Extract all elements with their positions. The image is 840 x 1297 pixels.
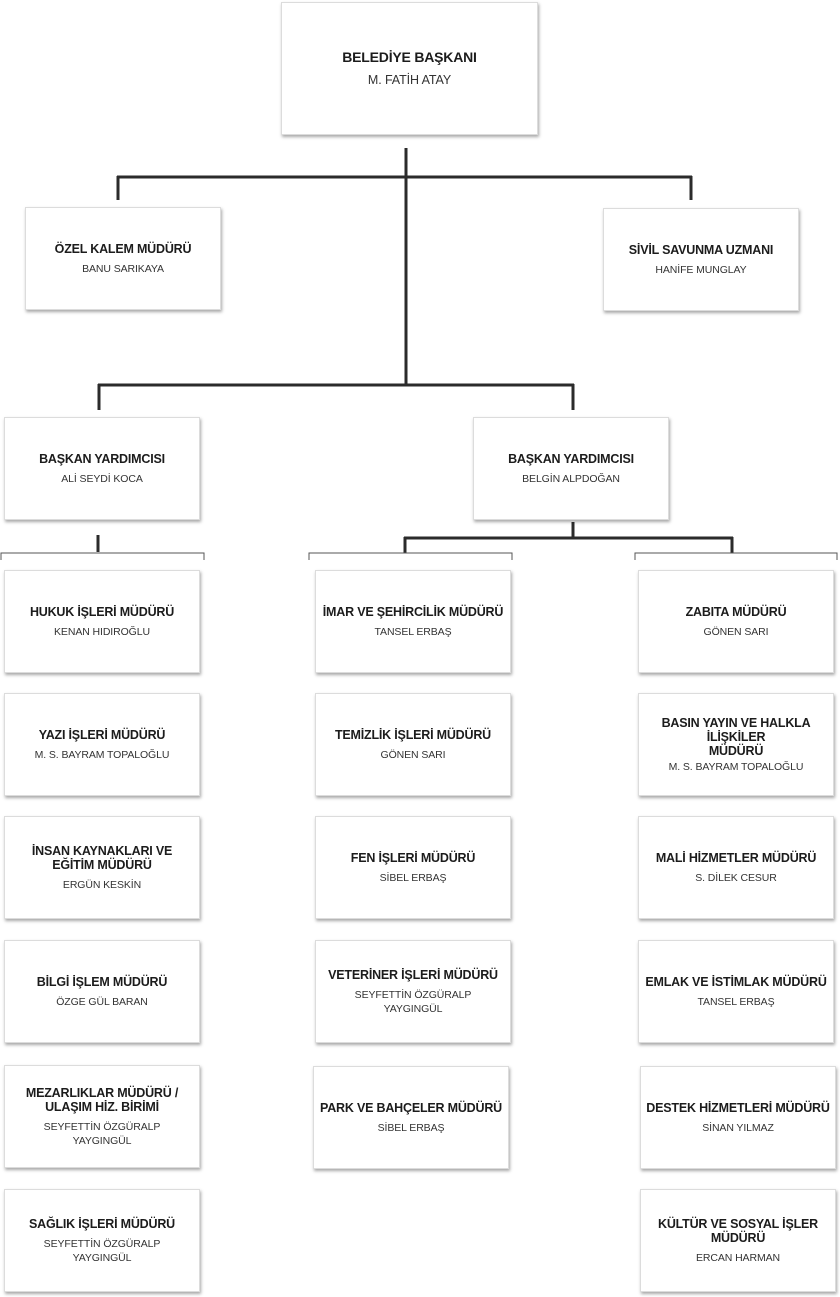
deputy-box-right: BAŞKAN YARDIMCISI BELGİN ALPDOĞAN [473,417,669,520]
unit-title: DESTEK HİZMETLERİ MÜDÜRÜ [646,1100,830,1115]
unit-title: PARK VE BAHÇELER MÜDÜRÜ [320,1100,502,1115]
unit-title: EMLAK VE İSTİMLAK MÜDÜRÜ [645,974,827,989]
unit-box: DESTEK HİZMETLERİ MÜDÜRÜ SİNAN YILMAZ [640,1066,836,1169]
unit-box: KÜLTÜR VE SOSYAL İŞLER MÜDÜRÜ ERCAN HARM… [640,1189,836,1292]
deputy-box-left: BAŞKAN YARDIMCISI ALİ SEYDİ KOCA [4,417,200,520]
civil-defense-box: SİVİL SAVUNMA UZMANI HANİFE MUNGLAY [603,208,799,311]
unit-box: FEN İŞLERİ MÜDÜRÜ SİBEL ERBAŞ [315,816,511,919]
unit-box: MEZARLIKLAR MÜDÜRÜ / ULAŞIM HİZ. BİRİMİ … [4,1065,200,1168]
unit-name: BANU SARIKAYA [82,262,164,275]
mayor-title: BELEDİYE BAŞKANI [342,49,477,65]
unit-box: VETERİNER İŞLERİ MÜDÜRÜ SEYFETTİN ÖZGÜRA… [315,940,511,1043]
unit-name: ERCAN HARMAN [696,1251,780,1264]
deputy-name: BELGİN ALPDOĞAN [522,472,620,485]
unit-name: GÖNEN SARI [380,748,446,761]
unit-name: SEYFETTİN ÖZGÜRALP YAYGINGÜL [354,988,472,1015]
unit-box: EMLAK VE İSTİMLAK MÜDÜRÜ TANSEL ERBAŞ [638,940,834,1043]
unit-name: SEYFETTİN ÖZGÜRALP YAYGINGÜL [43,1120,161,1147]
unit-name: SİBEL ERBAŞ [377,1121,445,1134]
unit-name: M. S. BAYRAM TOPALOĞLU [668,760,804,773]
unit-box: HUKUK İŞLERİ MÜDÜRÜ KENAN HIDIROĞLU [4,570,200,673]
private-office-box: ÖZEL KALEM MÜDÜRÜ BANU SARIKAYA [25,207,221,310]
mayor-box: BELEDİYE BAŞKANI M. FATİH ATAY [281,2,538,135]
unit-title: SİVİL SAVUNMA UZMANI [628,242,774,257]
unit-title: FEN İŞLERİ MÜDÜRÜ [350,850,476,865]
unit-name: TANSEL ERBAŞ [697,995,775,1008]
unit-name: KENAN HIDIROĞLU [54,625,150,638]
unit-box: İMAR VE ŞEHİRCİLİK MÜDÜRÜ TANSEL ERBAŞ [315,570,511,673]
unit-box: ZABITA MÜDÜRÜ GÖNEN SARI [638,570,834,673]
unit-name: SEYFETTİN ÖZGÜRALP YAYGINGÜL [43,1237,161,1264]
unit-title: ZABITA MÜDÜRÜ [685,604,787,619]
mayor-name: M. FATİH ATAY [367,73,452,87]
unit-box: MALİ HİZMETLER MÜDÜRÜ S. DİLEK CESUR [638,816,834,919]
unit-name: GÖNEN SARI [703,625,769,638]
unit-title: İMAR VE ŞEHİRCİLİK MÜDÜRÜ [322,604,504,619]
unit-name: ÖZGE GÜL BARAN [56,995,148,1008]
deputy-name: ALİ SEYDİ KOCA [61,472,143,485]
unit-name: M. S. BAYRAM TOPALOĞLU [34,748,170,761]
unit-title: HUKUK İŞLERİ MÜDÜRÜ [29,604,175,619]
unit-name: TANSEL ERBAŞ [374,625,452,638]
unit-box: PARK VE BAHÇELER MÜDÜRÜ SİBEL ERBAŞ [313,1066,509,1169]
unit-title: VETERİNER İŞLERİ MÜDÜRÜ [328,967,498,982]
unit-title: MEZARLIKLAR MÜDÜRÜ / ULAŞIM HİZ. BİRİMİ [25,1085,179,1114]
unit-name: SİNAN YILMAZ [702,1121,774,1134]
deputy-title: BAŞKAN YARDIMCISI [508,451,634,466]
unit-title: TEMİZLİK İŞLERİ MÜDÜRÜ [334,727,491,742]
unit-box: BASIN YAYIN VE HALKLA İLİŞKİLER MÜDÜRÜ M… [638,693,834,796]
unit-box: YAZI İŞLERİ MÜDÜRÜ M. S. BAYRAM TOPALOĞL… [4,693,200,796]
unit-box: BİLGİ İŞLEM MÜDÜRÜ ÖZGE GÜL BARAN [4,940,200,1043]
unit-title: KÜLTÜR VE SOSYAL İŞLER MÜDÜRÜ [658,1216,818,1245]
unit-title: ÖZEL KALEM MÜDÜRÜ [54,241,192,256]
unit-title: SAĞLIK İŞLERİ MÜDÜRÜ [28,1216,175,1231]
unit-box: TEMİZLİK İŞLERİ MÜDÜRÜ GÖNEN SARI [315,693,511,796]
unit-title: YAZI İŞLERİ MÜDÜRÜ [38,727,166,742]
unit-name: ERGÜN KESKİN [62,878,142,891]
unit-title: İNSAN KAYNAKLARI VE EĞİTİM MÜDÜRÜ [31,843,173,872]
unit-box: SAĞLIK İŞLERİ MÜDÜRÜ SEYFETTİN ÖZGÜRALP … [4,1189,200,1292]
deputy-title: BAŞKAN YARDIMCISI [39,451,165,466]
unit-title: BASIN YAYIN VE HALKLA İLİŞKİLER MÜDÜRÜ [661,715,811,758]
unit-name: SİBEL ERBAŞ [379,871,447,884]
unit-name: S. DİLEK CESUR [695,871,777,884]
unit-title: MALİ HİZMETLER MÜDÜRÜ [655,850,817,865]
unit-title: BİLGİ İŞLEM MÜDÜRÜ [36,974,168,989]
unit-name: HANİFE MUNGLAY [655,263,747,276]
unit-box: İNSAN KAYNAKLARI VE EĞİTİM MÜDÜRÜ ERGÜN … [4,816,200,919]
